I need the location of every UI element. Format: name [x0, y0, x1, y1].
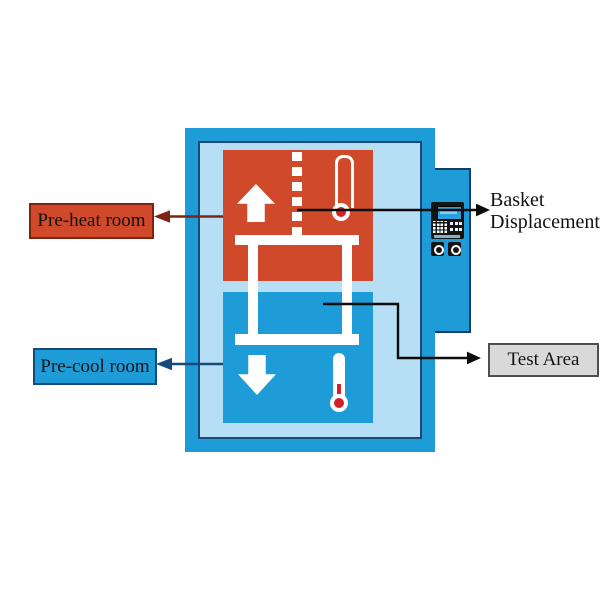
lcd-readout	[440, 211, 457, 214]
panel-round-button-right	[448, 242, 461, 256]
control-panel	[431, 202, 464, 239]
indicator-dot	[459, 228, 462, 232]
panel-round-button-left	[431, 242, 444, 256]
precool-room-label-text: Pre-cool room	[40, 355, 150, 377]
thermometer-cold-bulb	[330, 394, 348, 412]
test-area-label: Test Area	[488, 343, 599, 377]
test-area-label-text: Test Area	[507, 349, 580, 370]
precool-room-label: Pre-cool room	[33, 348, 157, 385]
panel-caption-text	[434, 234, 460, 238]
lcd-screen	[437, 206, 462, 220]
indicator-lights	[450, 222, 462, 233]
button-ring-icon	[433, 245, 444, 255]
down-arrow-icon	[238, 355, 276, 395]
thermometer-cold-icon	[333, 353, 345, 399]
thermometer-cold-liquid	[337, 384, 341, 398]
indicator-dot	[454, 222, 458, 225]
basket-top-bar	[235, 235, 359, 245]
preheat-room-label: Pre-heat room	[29, 203, 154, 239]
track-dash	[292, 152, 302, 161]
up-arrow-icon	[237, 184, 275, 222]
basket-right-post	[342, 244, 352, 335]
keypad-grid	[433, 221, 448, 233]
indicator-dot	[450, 222, 453, 225]
basket-displacement-label: Basket Displacement	[490, 189, 600, 233]
basket-displacement-line2: Displacement	[490, 211, 600, 233]
dashed-displacement-track	[292, 152, 302, 242]
basket-displacement-line1: Basket	[490, 189, 545, 211]
thermometer-hot-icon	[335, 155, 354, 208]
indicator-dot	[459, 222, 462, 225]
thermometer-cold-bulb-red	[334, 398, 344, 408]
basket-left-post	[248, 244, 258, 335]
track-dash	[292, 182, 302, 191]
indicator-dot	[454, 228, 458, 232]
track-dash	[292, 227, 302, 236]
thermometer-hot-bulb	[332, 203, 350, 221]
thermometer-hot-bulb-red	[336, 207, 346, 217]
indicator-dot	[450, 228, 453, 232]
basket-bottom-bar	[235, 334, 359, 345]
track-dash	[292, 197, 302, 206]
track-dash	[292, 167, 302, 176]
track-dash	[292, 212, 302, 221]
preheat-room-label-text: Pre-heat room	[37, 210, 146, 231]
button-ring-icon	[450, 245, 461, 255]
